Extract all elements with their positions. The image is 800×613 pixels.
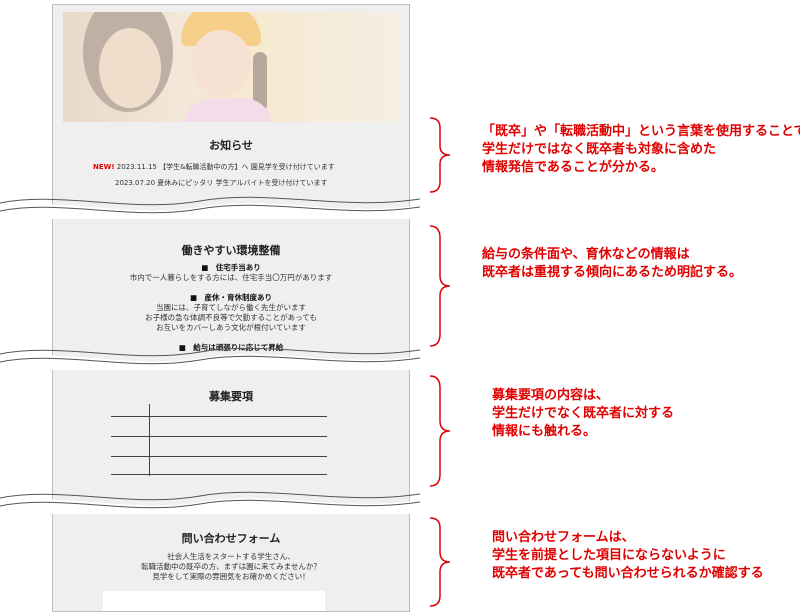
recruit-title: 募集要項 [209, 390, 253, 403]
annotation-bracket [429, 375, 451, 487]
annotation-environment: 給与の条件面や、育休などの情報は 既卒者は重視する傾向にあるため明記する。 [482, 247, 743, 280]
page-break-wave [0, 196, 420, 219]
annotation-recruit: 募集要項の内容は、 学生だけでなく既卒者に対する 情報にも触れる。 [492, 388, 675, 439]
contact-title: 問い合わせフォーム [181, 532, 281, 545]
new-badge: NEW! [93, 163, 115, 171]
news-item[interactable]: 2023.07.20 夏休みにピッタリ 学生アルバイトを受け付けています [115, 178, 327, 188]
news-text[interactable]: 2023.11.15 【学生&転職活動中の方】へ 園見学を受け付けています [116, 163, 335, 171]
leave-heading: ■ 産休・育休制度あり [189, 293, 273, 302]
annotation-contact: 問い合わせフォームは、 学生を前提とした項目にならないように 既卒者であっても問… [492, 530, 764, 581]
hero-photo [63, 12, 399, 122]
contact-form-field[interactable] [103, 591, 325, 611]
leave-text-2: お子様の急な体調不良等で欠勤することがあっても [145, 313, 317, 322]
housing-text: 市内で一人暮らしをする方には、住宅手当〇万円があります [129, 273, 333, 282]
notices-title: お知らせ [209, 139, 253, 152]
page-break-wave [0, 491, 420, 514]
environment-title: 働きやすい環境整備 [181, 244, 281, 257]
page-break-wave [0, 347, 420, 370]
leave-text-1: 当園には、子育てしながら働く先生がいます [156, 303, 306, 312]
website-mockup: お知らせ NEW! 2023.11.15 【学生&転職活動中の方】へ 園見学を受… [52, 4, 410, 612]
raise-heading: ■ 給与は頑張りに応じて昇給 [178, 343, 284, 352]
news-text[interactable]: 2023.07.20 夏休みにピッタリ 学生アルバイトを受け付けています [115, 179, 328, 187]
annotation-notices: 「既卒」や「転職活動中」という言葉を使用することで 学生だけではなく既卒者も対象… [482, 124, 800, 175]
contact-line-1: 社会人生活をスタートする学生さん、 [167, 552, 295, 561]
housing-heading: ■ 住宅手当あり [201, 263, 261, 272]
contact-line-2: 転職活動中の既卒の方、まずは園に来てみませんか？ [141, 562, 321, 571]
leave-text-3: お互いをカバーしあう文化が根付いています [156, 323, 306, 332]
contact-line-3: 見学をして実際の雰囲気をお確かめください！ [152, 572, 310, 581]
news-item[interactable]: NEW! 2023.11.15 【学生&転職活動中の方】へ 園見学を受け付けてい… [93, 162, 335, 172]
annotation-bracket [429, 225, 451, 347]
annotation-bracket [429, 117, 451, 193]
annotation-bracket [429, 517, 451, 607]
